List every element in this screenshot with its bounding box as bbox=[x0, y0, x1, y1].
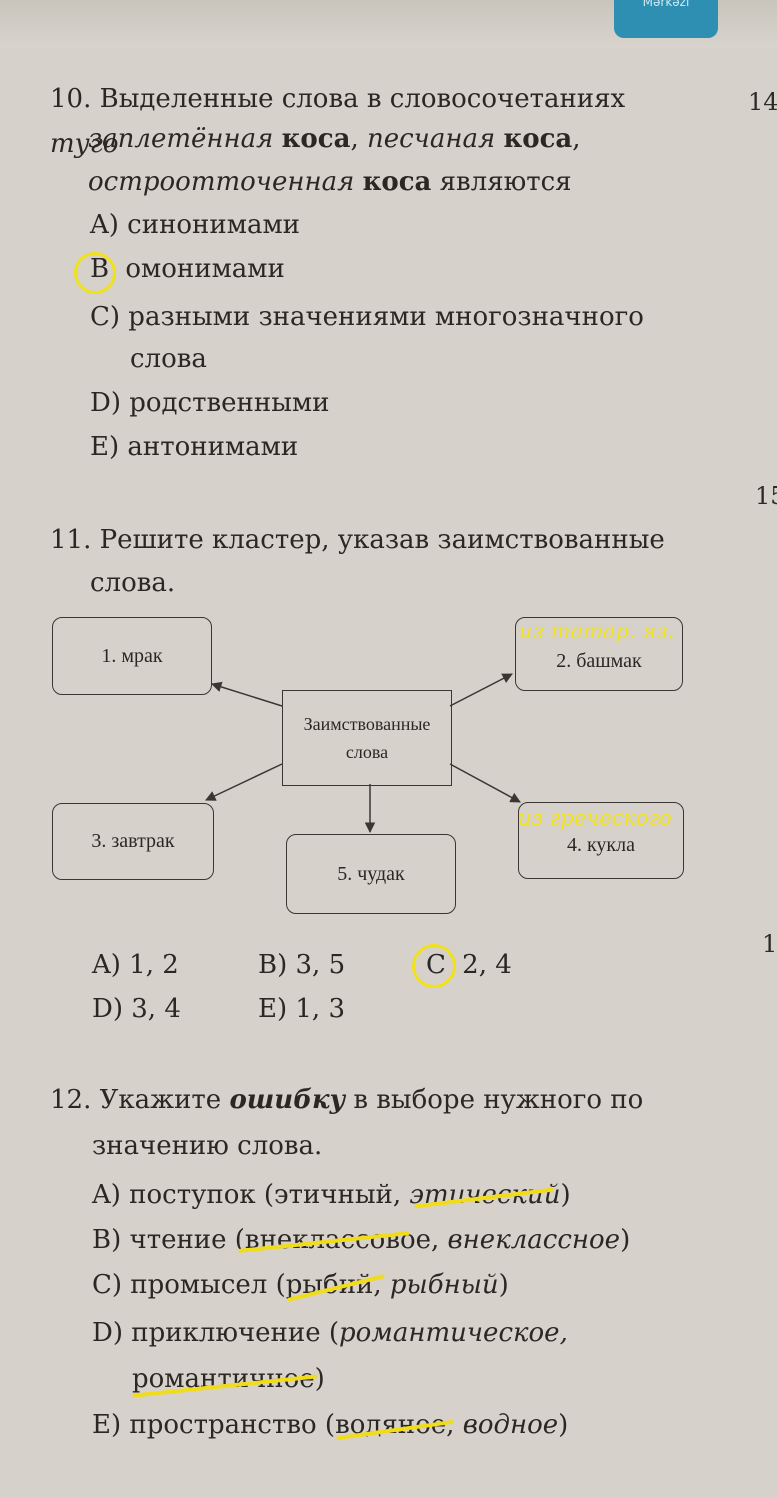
note-tatar: из татар. яз. bbox=[519, 619, 675, 643]
q12-option-d[interactable]: D) приключение (романтическое, bbox=[92, 1316, 568, 1350]
q10-bold-word: коса bbox=[503, 124, 573, 154]
q12-option-b[interactable]: B) чтение (внеклассовое, внеклассное) bbox=[92, 1223, 630, 1257]
cluster-box-5-text: 5. чудак bbox=[337, 862, 405, 885]
q10-comma: , bbox=[350, 124, 359, 154]
q12-d-italic: романтическое, bbox=[339, 1318, 568, 1348]
q10-option-c[interactable]: C) разными значениями многозначного bbox=[90, 302, 644, 332]
q10-line-2: заплетённая коса, песчаная коса, bbox=[88, 117, 728, 162]
q11-option-a[interactable]: A) 1, 2 bbox=[92, 950, 179, 980]
q10-word: являются bbox=[439, 167, 572, 197]
q12-e-italic: водное bbox=[462, 1410, 559, 1440]
q11-option-e[interactable]: E) 1, 3 bbox=[258, 994, 346, 1024]
q10-option-d[interactable]: D) родственными bbox=[90, 388, 330, 418]
q11-option-b[interactable]: B) 3, 5 bbox=[258, 950, 346, 980]
q12-option-c[interactable]: C) промысел (рыбий, рыбный) bbox=[92, 1268, 509, 1302]
cluster-box-5: 5. чудак bbox=[286, 834, 456, 914]
arrow-to-box3 bbox=[205, 763, 283, 801]
answer-circle-q10 bbox=[74, 252, 116, 294]
cluster-box-1: 1. мрак bbox=[52, 617, 212, 695]
q10-lead: Выделенные слова в словосочетаниях bbox=[99, 84, 626, 114]
cluster-box-3: 3. завтрак bbox=[52, 803, 214, 880]
q12-option-e[interactable]: E) пространство (водяное, водное) bbox=[92, 1408, 568, 1442]
q10-line-3: остроотточенная коса являются bbox=[88, 160, 728, 205]
arrow-to-box4 bbox=[449, 763, 521, 803]
q11-line-2: слова. bbox=[90, 568, 176, 598]
q12-line-2: значению слова. bbox=[92, 1131, 323, 1161]
q12-e-post: ) bbox=[558, 1410, 569, 1440]
header-tab: Mərkəzi bbox=[614, 0, 718, 38]
q10-option-e[interactable]: E) антонимами bbox=[90, 432, 299, 462]
q12-e-pre: E) пространство (водяное, bbox=[92, 1410, 455, 1440]
q12-lead-end: в выборе нужного по bbox=[353, 1085, 644, 1115]
q12-emph-word: ошибку bbox=[229, 1085, 346, 1115]
arrow-to-box1 bbox=[210, 681, 283, 707]
q11-line-1: 11. Решите кластер, указав заимствованны… bbox=[50, 525, 665, 555]
cluster-center-line2: слова bbox=[345, 742, 389, 762]
q10-word: заплетённая bbox=[88, 124, 274, 154]
q10-option-c-cont: слова bbox=[130, 344, 207, 374]
q10-word: песчаная bbox=[366, 124, 496, 154]
q12-b-pre: B) чтение (внеклассовое, bbox=[92, 1225, 440, 1255]
q10-line-1: 10. Выделенные слова в словосочетаниях т… bbox=[50, 77, 690, 167]
q12-line-1: 12. Укажите ошибку в выборе нужного по bbox=[50, 1078, 690, 1123]
answer-circle-q11 bbox=[412, 944, 456, 988]
q12-a-pre: A) поступок (этичный, bbox=[92, 1180, 402, 1210]
q10-option-b-text: омонимами bbox=[125, 254, 285, 284]
q10-bold-word: коса bbox=[362, 167, 432, 197]
q10-comma: , bbox=[572, 124, 581, 154]
margin-number-15: 15 bbox=[755, 482, 777, 510]
q12-b-italic: внеклассное bbox=[447, 1225, 621, 1255]
margin-number-1: 1 bbox=[762, 930, 777, 958]
q12-d-pre: D) приключение ( bbox=[92, 1318, 339, 1348]
q12-c-italic: рыбный bbox=[389, 1270, 499, 1300]
q10-bold-word: коса bbox=[281, 124, 351, 154]
cluster-box-4-text: 4. кукла bbox=[566, 834, 635, 856]
cluster-box-1-text: 1. мрак bbox=[101, 644, 163, 667]
q12-c-pre: C) промысел (рыбий, bbox=[92, 1270, 382, 1300]
q12-a-post: ) bbox=[560, 1180, 571, 1210]
cluster-box-2-text: 2. башмак bbox=[556, 649, 642, 672]
cluster-center-line1: Заимствованные bbox=[303, 714, 431, 734]
q10-word-tugo: туго bbox=[50, 129, 119, 159]
q10-number: 10. bbox=[50, 84, 92, 114]
q12-lead: 12. Укажите bbox=[50, 1085, 222, 1115]
q11-option-c-text: 2, 4 bbox=[462, 950, 512, 980]
margin-number-14: 14 bbox=[748, 88, 777, 116]
q10-option-a[interactable]: A) синонимами bbox=[90, 210, 300, 240]
cluster-box-2: 2. башмак bbox=[515, 617, 683, 691]
arrow-to-box2 bbox=[449, 673, 513, 707]
q12-c-post: ) bbox=[498, 1270, 509, 1300]
q10-word: остроотточенная bbox=[88, 167, 355, 197]
q12-b-post: ) bbox=[620, 1225, 631, 1255]
q11-option-d[interactable]: D) 3, 4 bbox=[92, 994, 181, 1024]
cluster-center: Заимствованные слова bbox=[282, 690, 452, 786]
cluster-box-4: 4. кукла bbox=[518, 802, 684, 879]
cluster-box-3-text: 3. завтрак bbox=[91, 830, 175, 852]
note-greek: из греческого bbox=[518, 806, 672, 830]
